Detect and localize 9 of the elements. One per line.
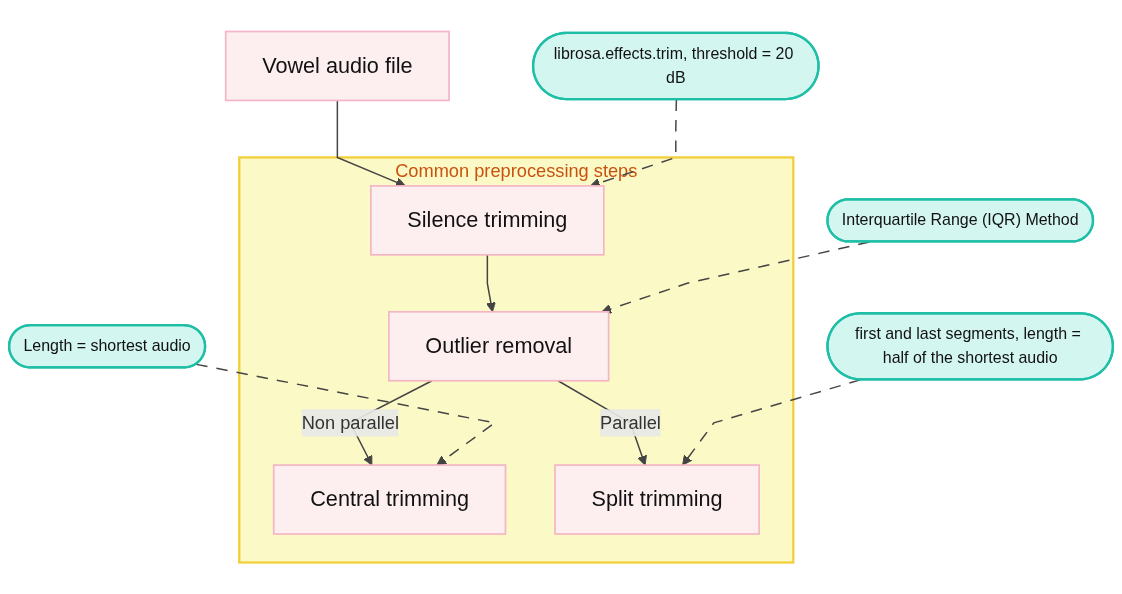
arrow bbox=[485, 254, 496, 313]
node-box: Silence trimming bbox=[370, 185, 605, 256]
node-box: Vowel audio file bbox=[224, 30, 450, 102]
edge-label: Parallel bbox=[600, 412, 661, 433]
edge-label: Non parallel bbox=[301, 412, 399, 433]
node-box: Split trimming bbox=[554, 464, 760, 535]
arrow bbox=[682, 379, 861, 466]
node-box: Outlier removal bbox=[388, 310, 610, 382]
node-box: Central trimming bbox=[272, 464, 507, 535]
